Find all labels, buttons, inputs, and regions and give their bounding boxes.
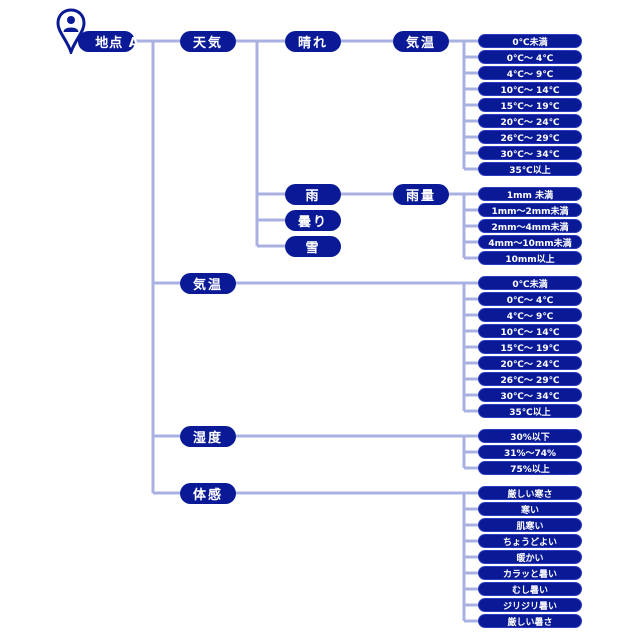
leaf-node: 4mm～10mm未満 <box>478 235 582 249</box>
leaf-node: 75%以上 <box>478 461 582 475</box>
leaf-node: 30℃～ 34℃ <box>478 146 582 160</box>
root-node: 地点 A <box>78 31 139 52</box>
leaf-node: 10℃～ 14℃ <box>478 82 582 96</box>
leaf-node: 厳しい寒さ <box>478 486 582 500</box>
leaf-node: 26℃～ 29℃ <box>478 372 582 386</box>
root-label: 地点 A <box>95 36 140 51</box>
leaf-node: 10mm以上 <box>478 251 582 265</box>
leaf-node: 31%～74% <box>478 445 582 459</box>
leaf-node: ジリジリ暑い <box>478 598 582 612</box>
category-node-level-2: 雨 <box>285 183 341 205</box>
leaf-node: 肌寒い <box>478 518 582 532</box>
leaf-node: 1mm 未満 <box>478 187 582 201</box>
category-node-level-2: 晴れ <box>285 30 341 52</box>
leaf-node: 35℃以上 <box>478 404 582 418</box>
category-node-level-3: 気温 <box>393 30 449 52</box>
category-node-level-1: 天気 <box>180 30 236 52</box>
category-node-level-1: 気温 <box>180 272 236 294</box>
leaf-node: カラッと暑い <box>478 566 582 580</box>
leaf-node: 4℃～ 9℃ <box>478 308 582 322</box>
leaf-node: 20℃～ 24℃ <box>478 114 582 128</box>
leaf-node: むし暑い <box>478 582 582 596</box>
leaf-node: 1mm～2mm未満 <box>478 203 582 217</box>
leaf-node: 30℃～ 34℃ <box>478 388 582 402</box>
leaf-node: 寒い <box>478 502 582 516</box>
category-node-level-2: 雪 <box>285 235 341 257</box>
leaf-node: 30%以下 <box>478 429 582 443</box>
leaf-node: 2mm～4mm未満 <box>478 219 582 233</box>
leaf-node: 厳しい暑さ <box>478 614 582 628</box>
leaf-node: 35℃以上 <box>478 162 582 176</box>
category-node-level-2: 曇り <box>285 209 341 231</box>
leaf-node: 4℃～ 9℃ <box>478 66 582 80</box>
leaf-node: 15℃～ 19℃ <box>478 98 582 112</box>
leaf-node: 暖かい <box>478 550 582 564</box>
leaf-node: 10℃～ 14℃ <box>478 324 582 338</box>
leaf-node: 0℃未満 <box>478 276 582 290</box>
category-node-level-1: 体感 <box>180 482 236 504</box>
leaf-node: 0℃未満 <box>478 34 582 48</box>
category-node-level-1: 湿度 <box>180 425 236 447</box>
leaf-node: 26℃～ 29℃ <box>478 130 582 144</box>
leaf-node: 0℃～ 4℃ <box>478 50 582 64</box>
leaf-node: 0℃～ 4℃ <box>478 292 582 306</box>
category-node-level-3: 雨量 <box>393 183 449 205</box>
leaf-node: 15℃～ 19℃ <box>478 340 582 354</box>
leaf-node: 20℃～ 24℃ <box>478 356 582 370</box>
location-pin-person-icon <box>56 8 86 54</box>
leaf-node: ちょうどよい <box>478 534 582 548</box>
